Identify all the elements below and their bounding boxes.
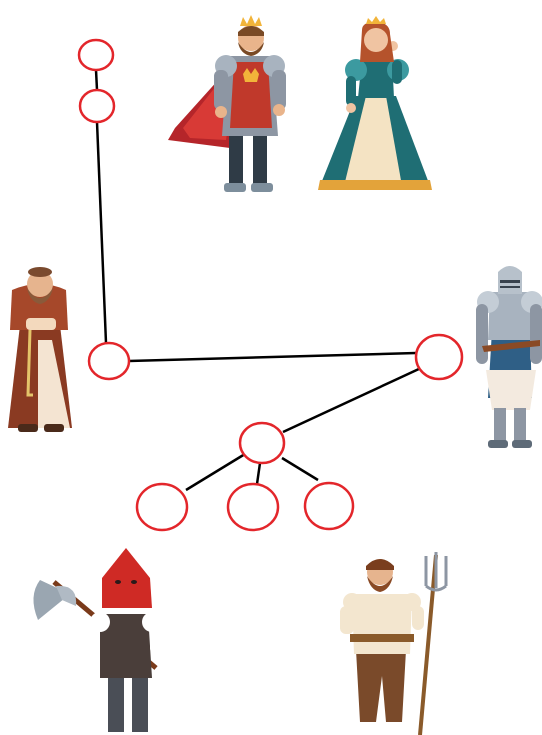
diagram-nodes	[77, 38, 464, 532]
edge-n5-n6	[185, 452, 246, 492]
queen-figure-icon	[318, 16, 432, 190]
diagram-node-n4	[414, 333, 464, 381]
edge-n2-n3	[95, 121, 108, 344]
diagram-node-n2	[78, 88, 116, 124]
edge-n5-n8	[281, 456, 319, 482]
edge-n3-n4	[128, 351, 417, 363]
diagram-node-n6	[135, 482, 189, 532]
edge-n5-n7	[255, 462, 262, 485]
edge-n4-n5	[282, 366, 422, 434]
diagram-node-n1	[77, 38, 115, 72]
monk-figure-icon	[8, 267, 72, 432]
edge-n1-n2	[94, 69, 99, 91]
diagram-node-n7	[226, 482, 280, 532]
king-figure-icon	[168, 15, 286, 192]
executioner-figure-icon	[33, 548, 164, 732]
diagram-node-n3	[87, 341, 131, 381]
peasant-figure-icon	[340, 552, 448, 735]
diagram-edges	[94, 69, 422, 492]
knight-figure-icon	[476, 266, 542, 448]
diagram-node-n8	[303, 481, 355, 531]
diagram-node-n5	[238, 421, 286, 465]
